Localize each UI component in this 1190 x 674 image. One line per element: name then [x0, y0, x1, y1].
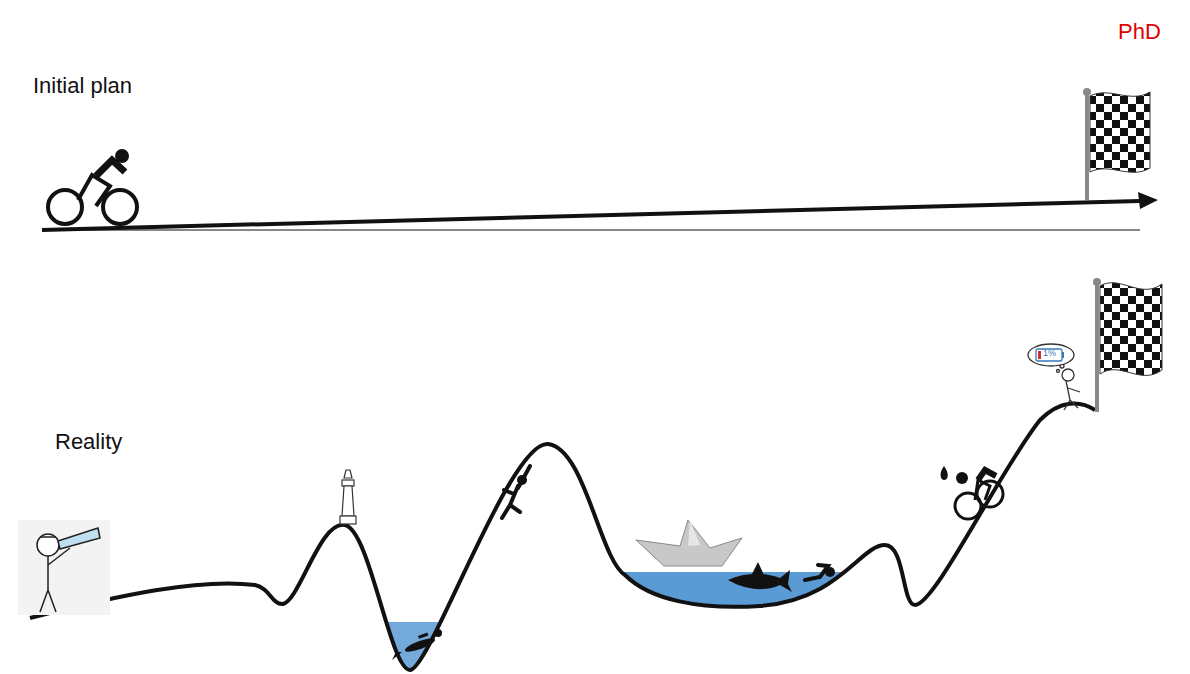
lighthouse-icon: [340, 470, 356, 524]
shark-figure: [728, 562, 792, 592]
climber-figure: [502, 466, 530, 518]
tired-cyclist: [941, 466, 1003, 519]
section-label: Initial plan: [33, 74, 132, 98]
battery-level: 1%: [1043, 349, 1056, 359]
cyclist-icon: [48, 149, 137, 224]
exhausted-figure: [1028, 344, 1080, 410]
finish-flag: [1083, 88, 1150, 200]
finish-flag: [1093, 278, 1162, 412]
section-label: Reality: [55, 430, 122, 454]
reality-curve: [30, 403, 1095, 670]
plan-line: [42, 192, 1158, 230]
diver-figure: [392, 629, 442, 660]
goal-label: PhD: [1118, 20, 1161, 44]
paper-boat: [636, 520, 742, 566]
explorer-figure: [18, 520, 110, 615]
swimmer-figure: [805, 565, 835, 580]
